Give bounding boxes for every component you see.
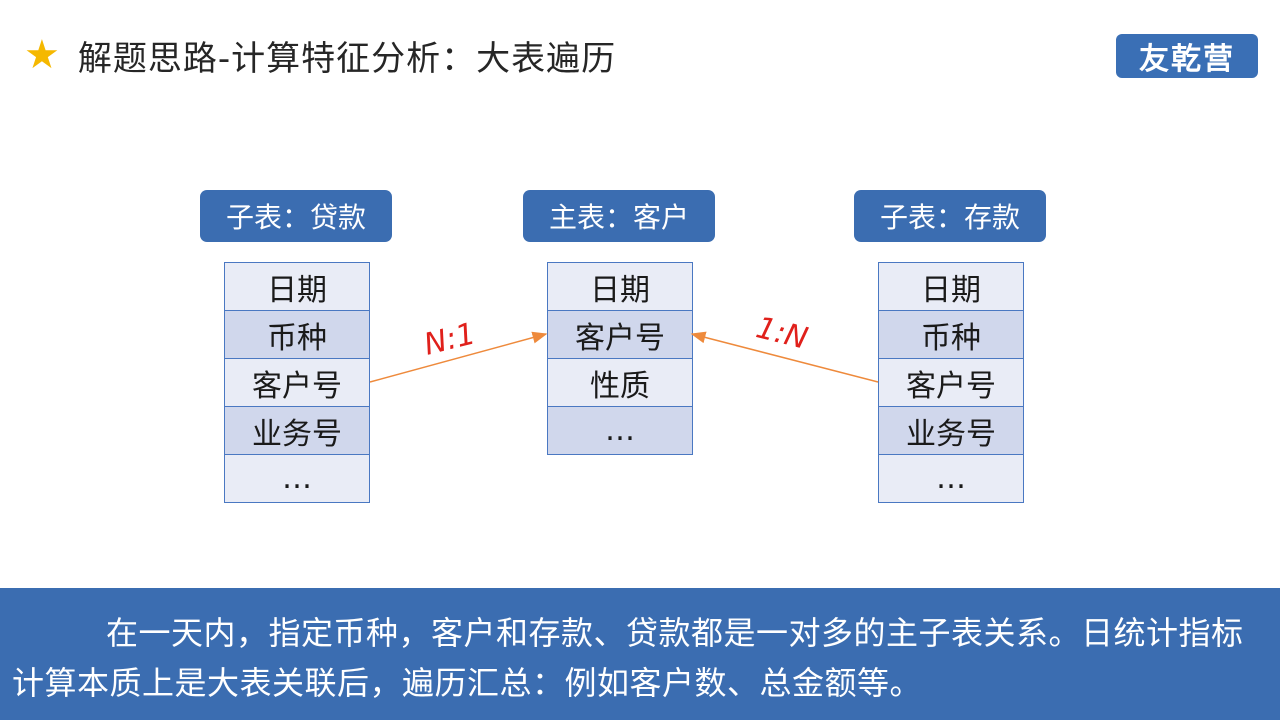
- loan-to-customer-arrow: [369, 331, 548, 383]
- deposit-table: 日期 币种 客户号 业务号 …: [878, 262, 1024, 503]
- loan-table: 日期 币种 客户号 业务号 …: [224, 262, 370, 503]
- customer-table: 日期 客户号 性质 …: [547, 262, 693, 455]
- summary-text: 在一天内，指定币种，客户和存款、贷款都是一对多的主子表关系。日统计指标计算本质上…: [12, 614, 1244, 702]
- loan-row-date: 日期: [225, 263, 369, 311]
- deposit-row-business-id: 业务号: [879, 407, 1023, 455]
- deposit-to-customer-arrow: [690, 331, 879, 383]
- deposit-row-ellipsis: …: [879, 455, 1023, 502]
- customer-table-header: 主表：客户: [523, 190, 715, 242]
- loan-table-header: 子表：贷款: [200, 190, 392, 242]
- loan-row-business-id: 业务号: [225, 407, 369, 455]
- customer-row-ellipsis: …: [548, 407, 692, 454]
- loan-row-customer-id: 客户号: [225, 359, 369, 407]
- customer-row-nature: 性质: [548, 359, 692, 407]
- deposit-row-currency: 币种: [879, 311, 1023, 359]
- deposit-row-date: 日期: [879, 263, 1023, 311]
- title-bar: ★ 解题思路-计算特征分析：大表遍历: [24, 30, 616, 80]
- customer-row-date: 日期: [548, 263, 692, 311]
- deposit-row-customer-id: 客户号: [879, 359, 1023, 407]
- loan-row-ellipsis: …: [225, 455, 369, 502]
- brand-logo: 友乾营: [1116, 34, 1258, 78]
- customer-row-customer-id: 客户号: [548, 311, 692, 359]
- deposit-table-header: 子表：存款: [854, 190, 1046, 242]
- loan-row-currency: 币种: [225, 311, 369, 359]
- star-icon: ★: [24, 32, 60, 78]
- summary-band: 在一天内，指定币种，客户和存款、贷款都是一对多的主子表关系。日统计指标计算本质上…: [0, 588, 1280, 720]
- slide-title: 解题思路-计算特征分析：大表遍历: [77, 38, 617, 79]
